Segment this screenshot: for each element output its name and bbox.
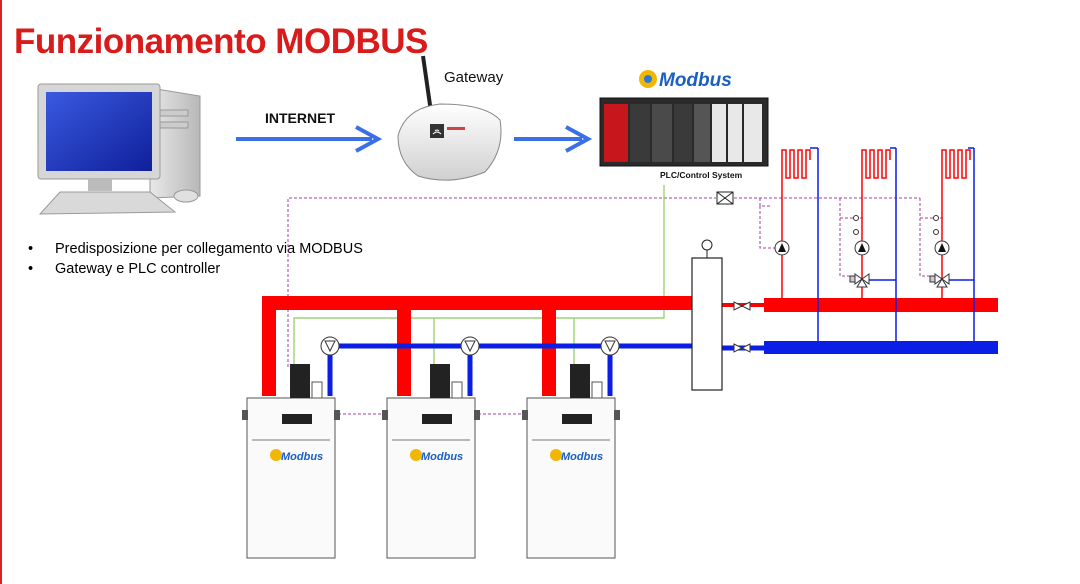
internet-label: INTERNET bbox=[265, 110, 335, 126]
bus-junction-box bbox=[716, 191, 734, 205]
computer-icon bbox=[37, 83, 201, 215]
slide-title: Funzionamento MODBUS bbox=[14, 22, 428, 61]
bullet-item: Gateway e PLC controller bbox=[28, 259, 363, 279]
cold-return-header bbox=[764, 341, 998, 354]
gateway-label: Gateway bbox=[444, 69, 504, 86]
circuit-pump-icon bbox=[854, 240, 870, 256]
valve-icon bbox=[733, 301, 751, 311]
plc-rack-icon bbox=[599, 97, 769, 167]
mixing-valve-icon bbox=[849, 273, 870, 288]
bullet-list: Predisposizione per collegamento via MOD… bbox=[28, 239, 363, 279]
internet-arrow bbox=[236, 125, 383, 153]
modbus-logo: Modbus bbox=[639, 70, 732, 91]
pump-icon bbox=[600, 336, 620, 356]
sensor-icon bbox=[853, 215, 939, 235]
gateway-to-plc-arrow bbox=[514, 125, 593, 153]
circuit-pump-icon bbox=[934, 240, 950, 256]
boiler-modbus-logo: Modbus bbox=[561, 451, 603, 463]
circuit-pump-icon bbox=[774, 240, 790, 256]
pump-icon bbox=[460, 336, 480, 356]
plc-label: PLC/Control System bbox=[660, 170, 743, 180]
modbus-logo-text: Modbus bbox=[659, 70, 732, 91]
boiler-unit: Modbus bbox=[242, 364, 340, 559]
valve-icon bbox=[733, 343, 751, 353]
bullet-item: Predisposizione per collegamento via MOD… bbox=[28, 239, 363, 259]
hot-water-lines bbox=[262, 296, 998, 396]
mixing-valve-icon bbox=[929, 273, 950, 288]
boiler-unit: Modbus bbox=[522, 364, 620, 559]
pump-icon bbox=[320, 336, 340, 356]
slide-edge-rule bbox=[0, 0, 2, 584]
boiler-modbus-logo: Modbus bbox=[421, 451, 463, 463]
gateway-device-icon bbox=[397, 55, 502, 181]
heating-circuits bbox=[781, 147, 975, 341]
boiler-unit: Modbus bbox=[382, 364, 480, 559]
boiler-modbus-logo: Modbus bbox=[281, 451, 323, 463]
hydraulic-separator bbox=[691, 239, 723, 391]
